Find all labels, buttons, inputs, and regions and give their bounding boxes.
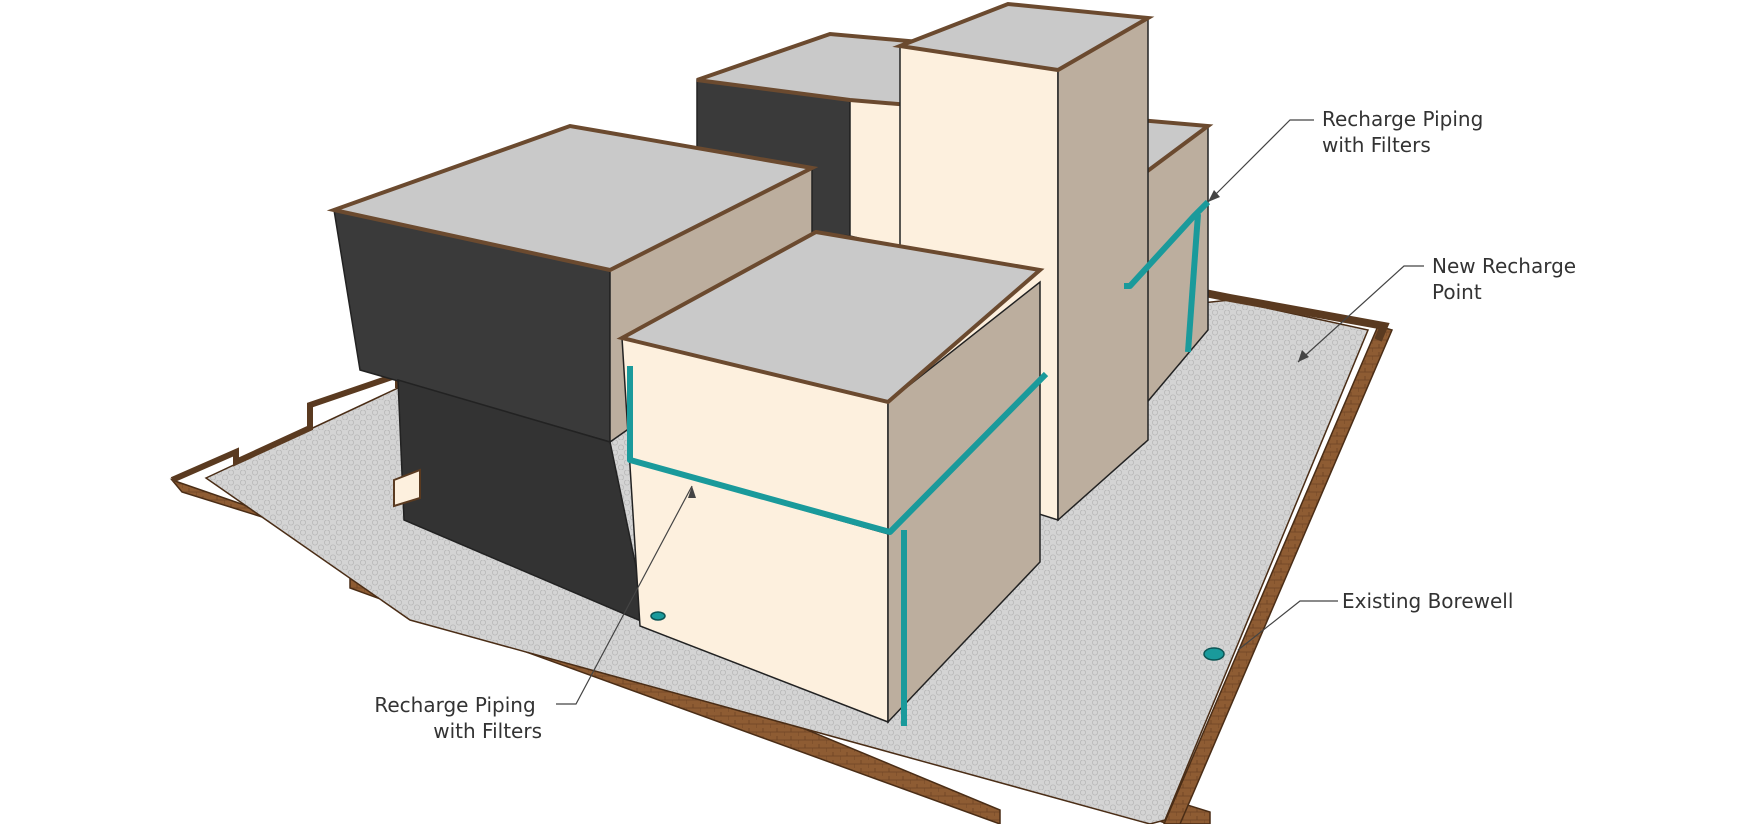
label-recharge-point-line1: New Recharge — [1432, 254, 1576, 278]
recharge-pit-icon — [651, 612, 665, 620]
label-borewell-line1: Existing Borewell — [1342, 589, 1513, 613]
label-borewell: Existing Borewell — [1342, 589, 1513, 613]
label-recharge-point: New Recharge Point — [1432, 254, 1582, 304]
label-piping-left: Recharge Piping with Filters — [374, 693, 542, 743]
leader-piping-right — [1208, 120, 1314, 202]
label-piping-right-line2: with Filters — [1322, 133, 1431, 157]
label-piping-left-line2: with Filters — [433, 719, 542, 743]
label-piping-left-line1: Recharge Piping — [374, 693, 535, 717]
label-recharge-point-line2: Point — [1432, 280, 1482, 304]
label-piping-right-line1: Recharge Piping — [1322, 107, 1483, 131]
borewell-icon — [1204, 648, 1224, 660]
tower-center-side — [1058, 18, 1148, 520]
label-piping-right: Recharge Piping with Filters — [1322, 107, 1490, 157]
